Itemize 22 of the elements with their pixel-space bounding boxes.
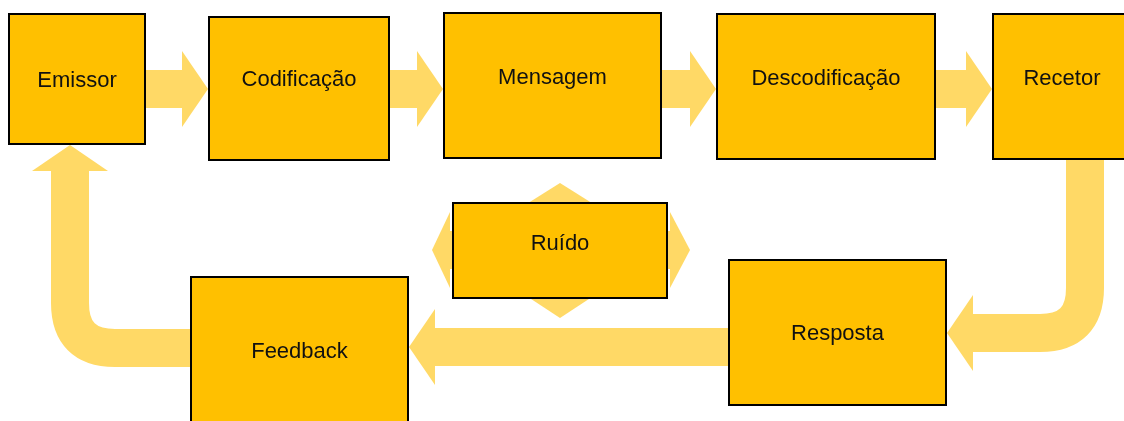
- process-box: [190, 276, 409, 421]
- process-box: [8, 13, 146, 145]
- box-label: Feedback: [251, 338, 348, 364]
- process-box: [992, 13, 1124, 160]
- box-label: Codificação: [241, 66, 357, 92]
- block-arrow: [409, 309, 728, 385]
- box-label: Resposta: [791, 319, 884, 346]
- box-label: Ruído: [530, 230, 590, 256]
- block-arrow: [390, 51, 443, 127]
- box-label: Mensagem: [498, 64, 607, 90]
- block-arrow: [146, 51, 208, 127]
- block-arrow: [662, 51, 716, 127]
- box-label: Descodificação: [751, 65, 901, 91]
- process-box: [452, 202, 668, 299]
- process-box: [728, 259, 947, 406]
- box-label: Emissor: [37, 67, 117, 93]
- block-arrow: [947, 160, 1104, 371]
- box-label: Recetor: [1023, 65, 1101, 91]
- process-box: [716, 13, 936, 160]
- block-arrow: [936, 51, 992, 127]
- process-box: [208, 16, 390, 161]
- process-box: [443, 12, 662, 159]
